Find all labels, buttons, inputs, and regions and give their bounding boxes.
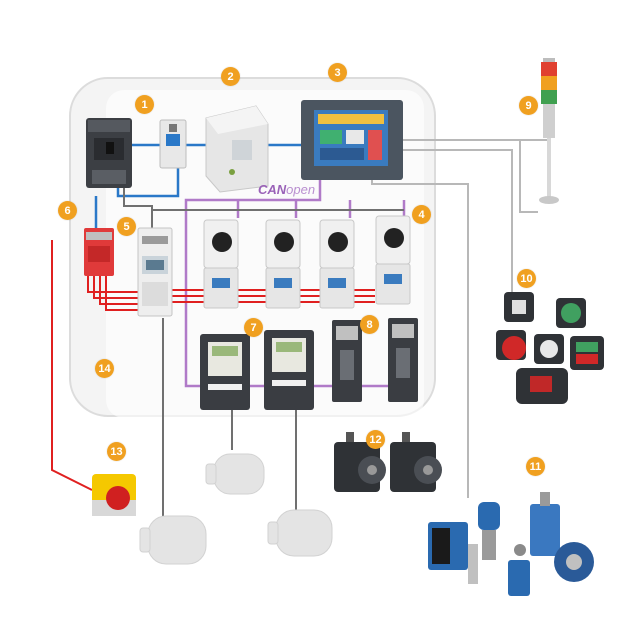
servo-motor-icon	[334, 432, 442, 492]
controller-icon	[137, 227, 173, 317]
canopen-logo-prefix: CAN	[258, 182, 287, 197]
signal-tower-icon	[539, 58, 559, 204]
callout-12: 12	[366, 430, 385, 449]
control-lines	[123, 186, 404, 540]
callout-7: 7	[244, 318, 263, 337]
sensor-icon	[428, 492, 594, 596]
servo-drive-icon	[332, 318, 418, 402]
push-button-icon	[496, 292, 604, 404]
circuit-breaker-icon	[86, 118, 132, 188]
callout-14: 14	[95, 359, 114, 378]
callout-5: 5	[117, 217, 136, 236]
hmi-panel-icon	[301, 100, 403, 180]
callout-13: 13	[107, 442, 126, 461]
emergency-stop-icon	[92, 474, 136, 516]
callout-2: 2	[221, 67, 240, 86]
callout-10: 10	[517, 269, 536, 288]
ac-motor-icon	[139, 453, 333, 565]
motor-starter-icon	[203, 215, 411, 309]
callout-11: 11	[526, 457, 545, 476]
power-supply-icon	[205, 105, 269, 193]
callout-6: 6	[58, 201, 77, 220]
canopen-logo-suffix: open	[286, 182, 316, 197]
canopen-logo: CANopen	[258, 182, 315, 197]
callout-9: 9	[519, 96, 538, 115]
callout-3: 3	[328, 63, 347, 82]
safety-relay-icon	[84, 228, 114, 276]
callout-1: 1	[135, 95, 154, 114]
variable-speed-drive-icon	[200, 330, 314, 410]
callout-4: 4	[412, 205, 431, 224]
mini-breaker-icon	[159, 119, 187, 169]
callout-8: 8	[360, 315, 379, 334]
